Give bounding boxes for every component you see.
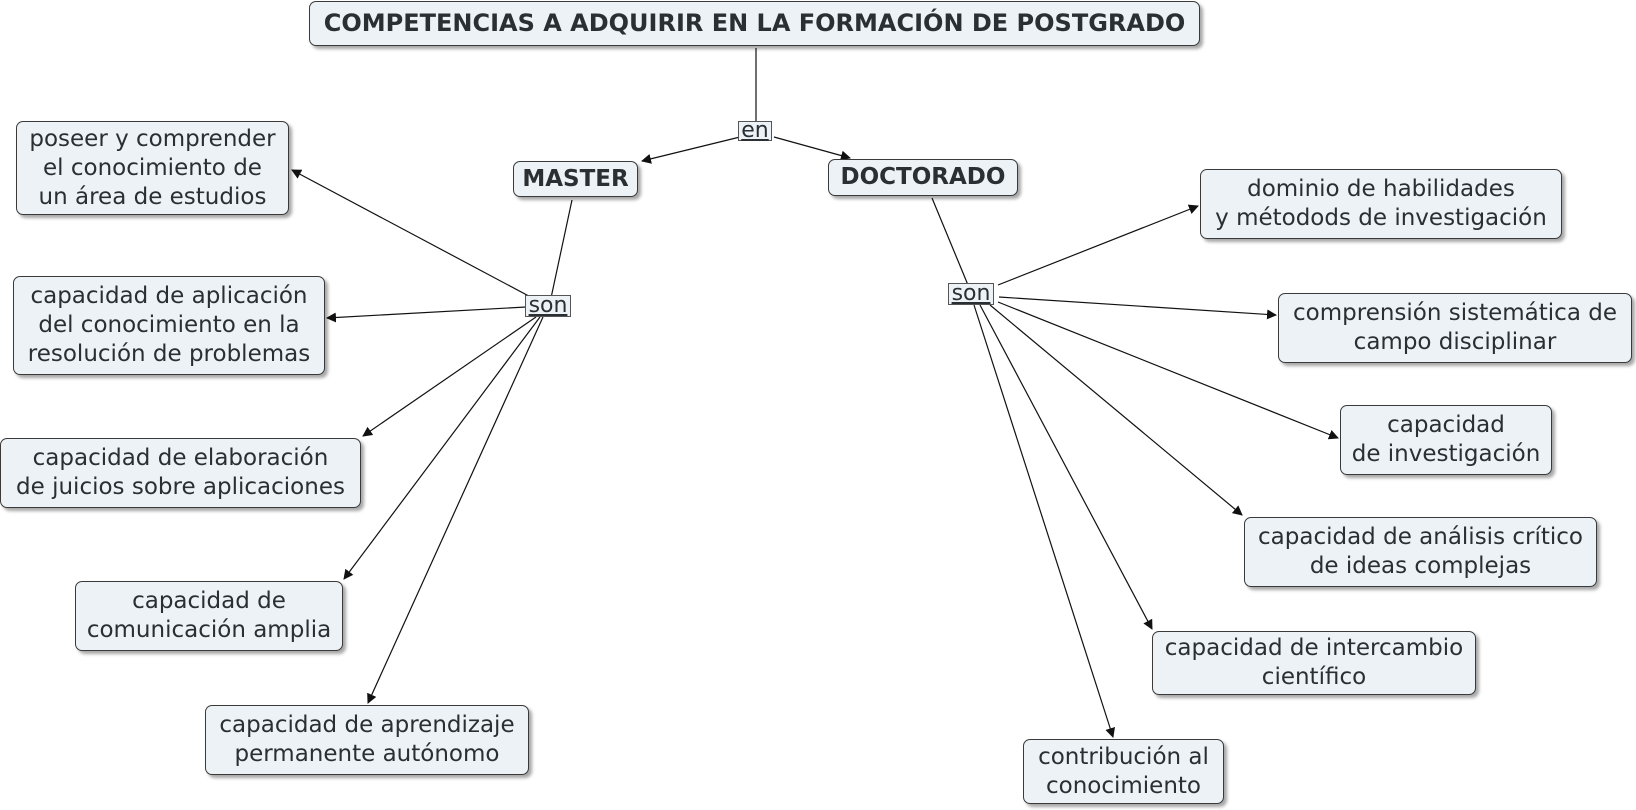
edge-doct-item-6 bbox=[973, 304, 1116, 738]
master-item-2[interactable]: capacidad de aplicación del conocimiento… bbox=[13, 276, 325, 375]
doctorado-item-5[interactable]: capacidad de intercambio científico bbox=[1152, 631, 1476, 695]
edge-doct-item-2 bbox=[998, 296, 1277, 320]
edge-en-doctorado bbox=[773, 136, 851, 161]
doctorado-item-1[interactable]: dominio de habilidades y métodods de inv… bbox=[1200, 169, 1562, 239]
master-item-1[interactable]: poseer y comprender el conocimiento de u… bbox=[16, 121, 289, 215]
doctorado-item-2[interactable]: comprensión sistemática de campo discipl… bbox=[1278, 293, 1632, 363]
master-item-4[interactable]: capacidad de comunicación amplia bbox=[75, 581, 343, 651]
edge-doct-item-4 bbox=[989, 304, 1243, 516]
edge-master-item-5 bbox=[367, 316, 544, 704]
concept-master[interactable]: MASTER bbox=[513, 161, 638, 197]
doctorado-item-6[interactable]: contribución al conocimiento bbox=[1023, 739, 1224, 804]
edge-master-item-1 bbox=[291, 169, 541, 303]
doctorado-item-4[interactable]: capacidad de análisis crítico de ideas c… bbox=[1244, 517, 1597, 587]
link-en: en bbox=[738, 120, 772, 142]
edge-master-son bbox=[550, 199, 573, 299]
doctorado-item-3[interactable]: capacidad de investigación bbox=[1340, 405, 1552, 475]
link-son-doctorado: son bbox=[948, 283, 994, 305]
master-item-3[interactable]: capacidad de elaboración de juicios sobr… bbox=[0, 438, 361, 508]
edge-master-item-2 bbox=[326, 306, 527, 323]
link-son-master: son bbox=[525, 295, 571, 317]
edge-en-master bbox=[641, 136, 741, 164]
edge-master-item-4 bbox=[343, 316, 541, 580]
edge-doct-item-5 bbox=[979, 304, 1153, 630]
edge-doct-item-3 bbox=[997, 301, 1339, 440]
concept-title[interactable]: COMPETENCIAS A ADQUIRIR EN LA FORMACIÓN … bbox=[309, 1, 1200, 46]
edge-doctorado-son bbox=[931, 197, 969, 286]
edge-doct-item-1 bbox=[997, 204, 1199, 286]
master-item-5[interactable]: capacidad de aprendizaje permanente autó… bbox=[205, 705, 529, 775]
edge-master-item-3 bbox=[362, 316, 537, 437]
concept-doctorado[interactable]: DOCTORADO bbox=[828, 159, 1018, 196]
